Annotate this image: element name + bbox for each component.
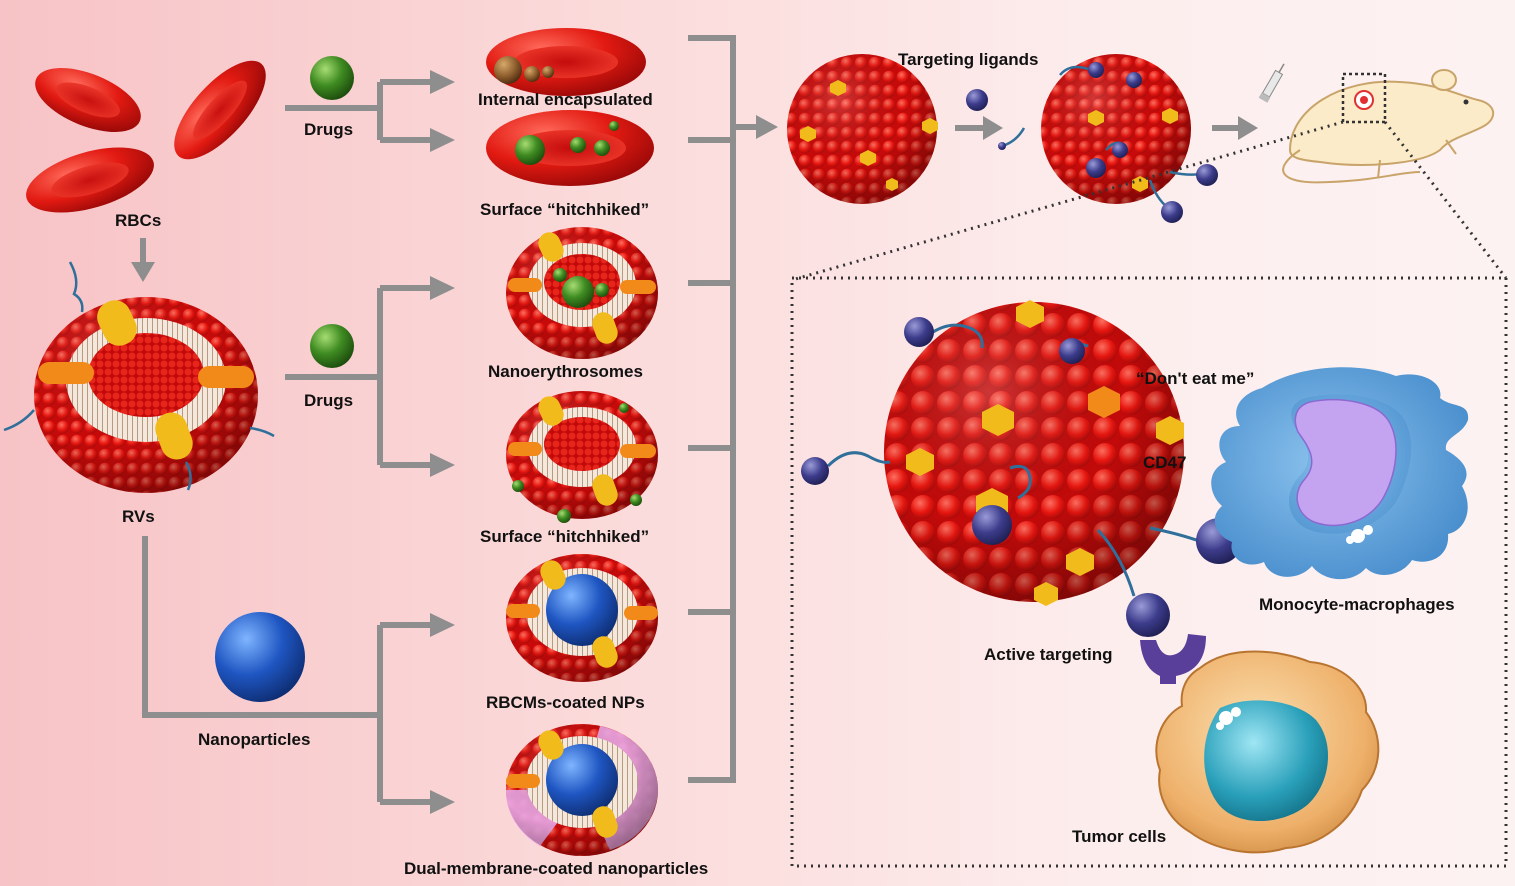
label-targeting-ligands: Targeting ligands [898, 50, 1039, 69]
rbc-membrane-sphere [787, 54, 938, 204]
syringe-icon [1258, 63, 1285, 103]
drug-sphere-mid [310, 324, 354, 368]
merge-bracket [688, 35, 758, 783]
dual-membrane-np [505, 724, 658, 856]
label-surface-hitchhiked-1: Surface “hitchhiked” [480, 200, 650, 219]
label-rvs: RVs [122, 507, 155, 526]
label-nanoerythrosomes: Nanoerythrosomes [488, 362, 643, 381]
rbc-cell-2 [174, 60, 266, 160]
label-surface-hitchhiked-2: Surface “hitchhiked” [480, 527, 650, 546]
arrows-nanoparticles [142, 536, 430, 805]
nanoerythrosome-vesicle [506, 227, 658, 359]
label-nanoparticles: Nanoparticles [198, 730, 311, 749]
label-active-targeting: Active targeting [984, 645, 1113, 664]
arrows-drugs-top [285, 79, 430, 143]
drug-sphere-top [310, 56, 354, 100]
zoomed-rbc-sphere [884, 300, 1184, 606]
rbcm-coated-np [506, 554, 658, 682]
ligand-sphere [1041, 54, 1218, 223]
label-monocyte-macrophages: Monocyte-macrophages [1259, 595, 1455, 614]
free-ligand-ball [966, 89, 988, 111]
surface-hitchhiked-vesicle [506, 391, 658, 523]
zoom-callout [790, 120, 1508, 868]
label-dont-eat-me: “Don't eat me” [1136, 369, 1255, 388]
arrow-rbc-to-rv [131, 238, 155, 282]
arrows-drugs-mid [285, 285, 430, 468]
tumor-cell [1155, 650, 1380, 854]
rbc-cells [26, 60, 266, 213]
rbc-cell-3 [26, 147, 154, 213]
mouse-icon [1282, 69, 1494, 184]
label-drugs-mid: Drugs [304, 391, 354, 410]
label-dual-membrane: Dual-membrane-coated nanoparticles [404, 859, 709, 878]
label-cd47: CD47 [1143, 453, 1187, 472]
label-rbcs: RBCs [115, 211, 162, 230]
label-internal-encapsulated: Internal encapsulated [478, 90, 653, 109]
label-rbcms-coated-nps: RBCMs-coated NPs [486, 693, 645, 712]
surface-hitchhiked-rbc [486, 110, 654, 186]
internal-encapsulated-rbc [486, 28, 646, 96]
label-drugs-top: Drugs [304, 120, 354, 139]
rv-vesicle [3, 261, 275, 493]
rbc-cell-1 [35, 68, 141, 132]
label-tumor-cells: Tumor cells [1072, 827, 1167, 846]
macrophage-cell [1211, 367, 1469, 580]
receptor-icon [1140, 634, 1206, 684]
zoom-ligands [801, 317, 1242, 637]
nanoparticle-sphere [215, 612, 305, 702]
